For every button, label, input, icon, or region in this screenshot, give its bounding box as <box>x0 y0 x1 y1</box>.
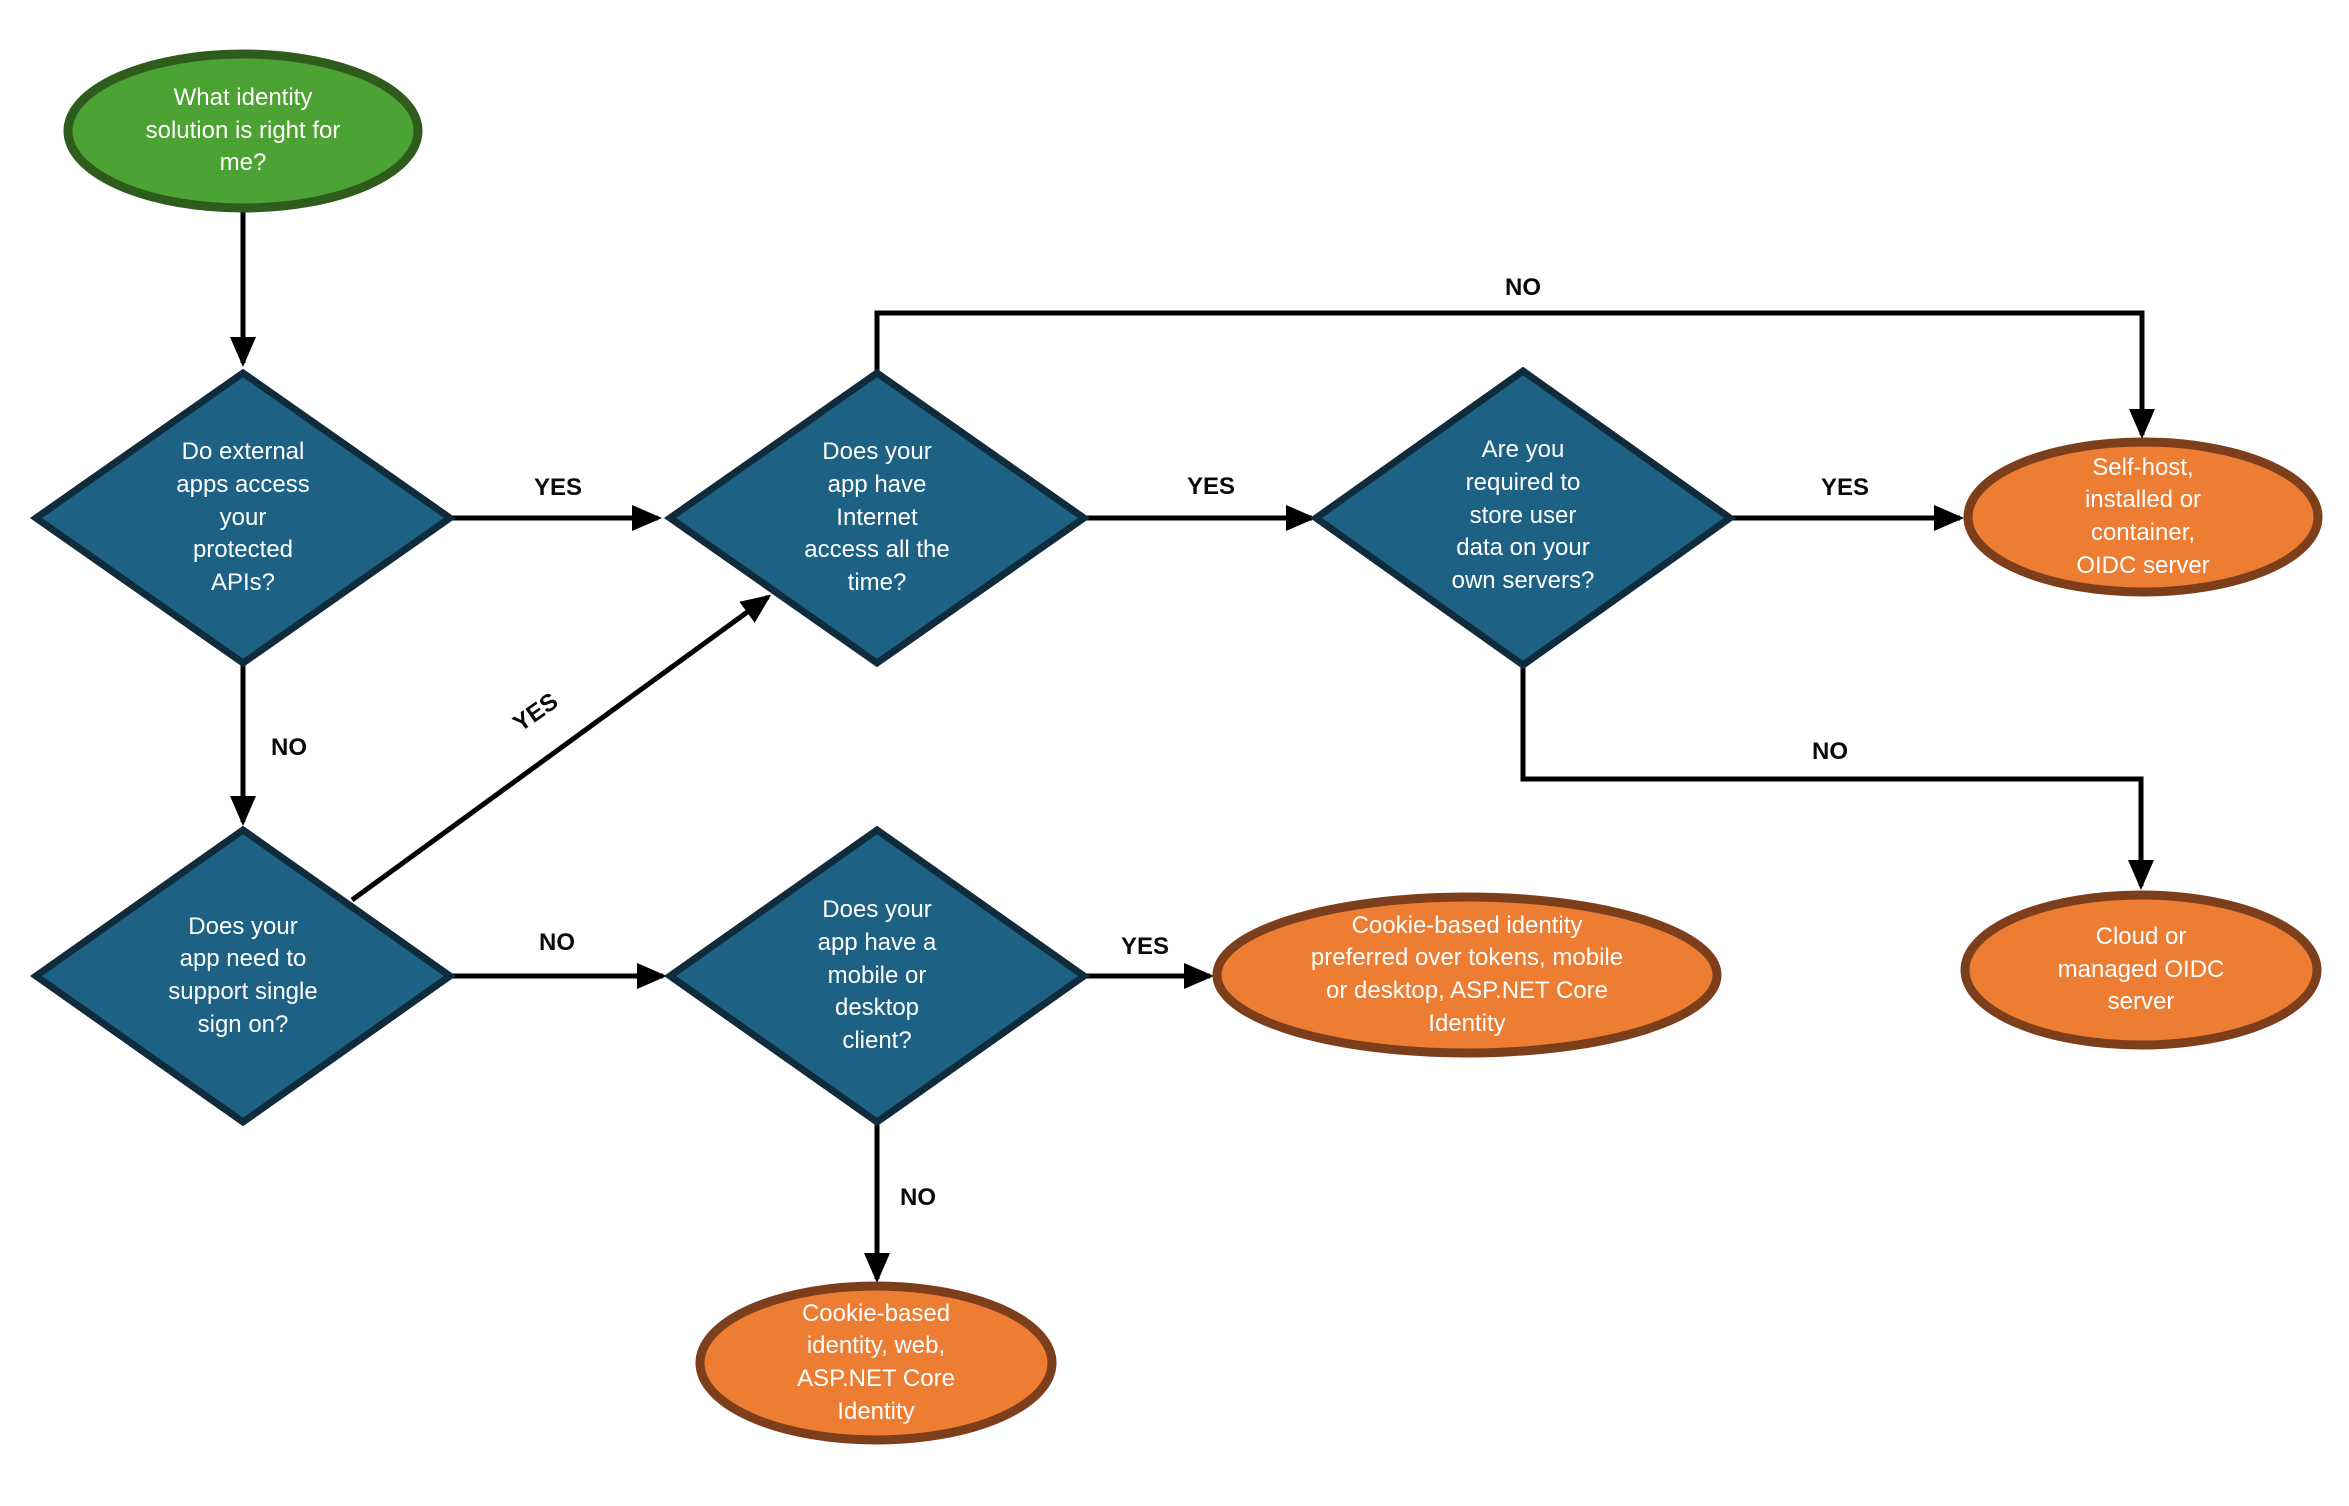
edge-label-mobile-desktop-yes: YES <box>1120 933 1170 960</box>
edges-layer <box>230 211 2155 1283</box>
result-cookie-web-label: Cookie-based identity, web, ASP.NET Core… <box>797 1299 955 1425</box>
edge-label-protected-apis-no: NO <box>271 734 307 761</box>
edge-label-mobile-desktop-no: NO <box>900 1184 936 1211</box>
edge-single-sign-on-yes-diagonal <box>350 594 772 903</box>
decision-store-user-data-shape <box>1309 366 1737 670</box>
edge-label-store-user-data-no: NO <box>1812 738 1848 765</box>
result-cloud-oidc-label: Cloud or managed OIDC server <box>2057 923 2225 1016</box>
decision-mobile-desktop-shape <box>663 825 1091 1127</box>
edge-label-internet-access-yes: YES <box>1186 473 1236 500</box>
decision-protected-apis-shape <box>29 368 457 668</box>
result-cookie-web-shape <box>695 1281 1057 1445</box>
edge-store-user-data-no <box>1520 667 2154 890</box>
decision-single-sign-on-label: Does your app need to support single sig… <box>168 912 318 1038</box>
decision-store-user-data-label: Are you required to store user data on y… <box>1451 436 1595 594</box>
node-shapes-layer <box>29 49 2323 1445</box>
edge-label-protected-apis-yes: YES <box>533 474 583 501</box>
result-self-host-label: Self-host, installed or container, OIDC … <box>2076 453 2210 579</box>
edge-internet-access-no <box>874 310 2155 439</box>
edge-label-store-user-data-yes: YES <box>1820 474 1870 501</box>
decision-single-sign-on-shape <box>29 825 457 1127</box>
result-cookie-mobile-label: Cookie-based identity preferred over tok… <box>1310 911 1624 1037</box>
edge-label-internet-access-no: NO <box>1505 274 1541 301</box>
result-cookie-mobile-shape <box>1212 892 1722 1058</box>
decision-internet-access-shape <box>663 368 1091 668</box>
result-cloud-oidc-shape <box>1960 890 2322 1050</box>
result-self-host-shape <box>1963 437 2323 597</box>
decision-internet-access-label: Does your app have Internet access all t… <box>804 438 950 596</box>
start-node-label: What identity solution is right for me? <box>145 84 341 177</box>
decision-protected-apis-label: Do external apps access your protected A… <box>176 438 310 596</box>
decision-mobile-desktop-label: Does your app have a mobile or desktop c… <box>817 896 937 1054</box>
edge-label-single-sign-on-no: NO <box>539 929 575 956</box>
start-node-shape <box>63 49 423 213</box>
